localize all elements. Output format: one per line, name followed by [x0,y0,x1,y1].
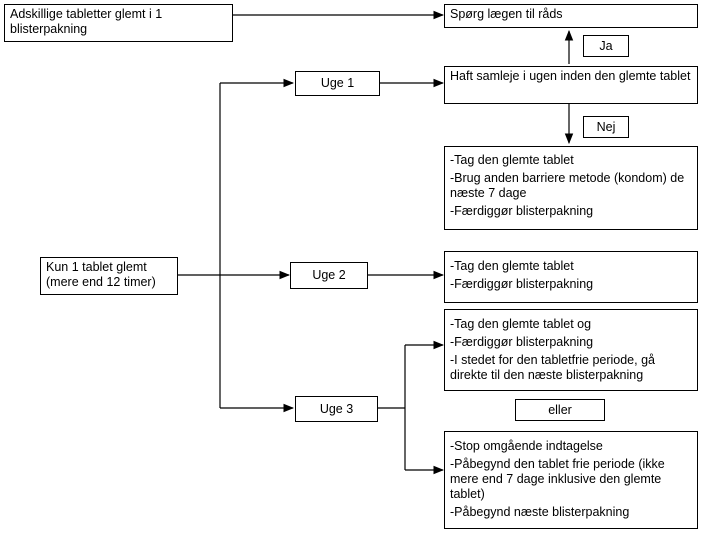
week2-label: Uge 2 [312,268,346,282]
week2-action-1: -Tag den glemte tablet [450,259,574,273]
week3-option2-action-3: -Påbegynd næste blisterpakning [450,505,630,519]
week1-no-actions-box: -Tag den glemte tablet -Brug anden barri… [444,146,698,230]
week3-option2-action-2: -Påbegynd den tablet frie periode (ikke … [450,457,665,501]
week2-action-2: -Færdiggør blisterpakning [450,277,594,291]
week1-box: Uge 1 [295,71,380,96]
week3-label: Uge 3 [319,401,354,416]
week3-option1-action-3: -I stedet for den tabletfrie periode, gå… [450,353,655,382]
or-label: eller [548,402,572,417]
week3-option2-box: -Stop omgående indtagelse -Påbegynd den … [444,431,698,529]
week1-action-3: -Færdiggør blisterpakning [450,204,594,218]
intercourse-box: Haft samleje i ugen inden den glemte tab… [444,66,698,104]
week1-label: Uge 1 [320,76,355,90]
multiple-missed-text: Adskillige tabletter glemt i 1 blisterpa… [10,7,163,36]
week3-option2-action-1: -Stop omgående indtagelse [450,439,603,453]
one-missed-box: Kun 1 tablet glemt (mere end 12 timer) [40,257,178,295]
no-label: Nej [596,119,616,134]
week3-option1-box: -Tag den glemte tablet og -Færdiggør bli… [444,309,698,391]
no-label-box: Nej [583,116,629,138]
week3-option1-action-2: -Færdiggør blisterpakning [450,335,594,349]
multiple-missed-box: Adskillige tabletter glemt i 1 blisterpa… [4,4,233,42]
yes-label: Ja [599,38,613,53]
ask-doctor-box: Spørg lægen til råds [444,4,698,28]
ask-doctor-text: Spørg lægen til råds [450,7,563,21]
yes-label-box: Ja [583,35,629,57]
week3-box: Uge 3 [295,396,378,422]
week2-actions-box: -Tag den glemte tablet -Færdiggør bliste… [444,251,698,303]
week1-action-2: -Brug anden barriere metode (kondom) de … [450,171,685,200]
week3-option1-action-1: -Tag den glemte tablet og [450,317,592,331]
week2-box: Uge 2 [290,262,368,289]
week1-action-1: -Tag den glemte tablet [450,153,574,167]
intercourse-text: Haft samleje i ugen inden den glemte tab… [450,69,691,83]
one-missed-text: Kun 1 tablet glemt (mere end 12 timer) [46,260,156,289]
or-box: eller [515,399,605,421]
